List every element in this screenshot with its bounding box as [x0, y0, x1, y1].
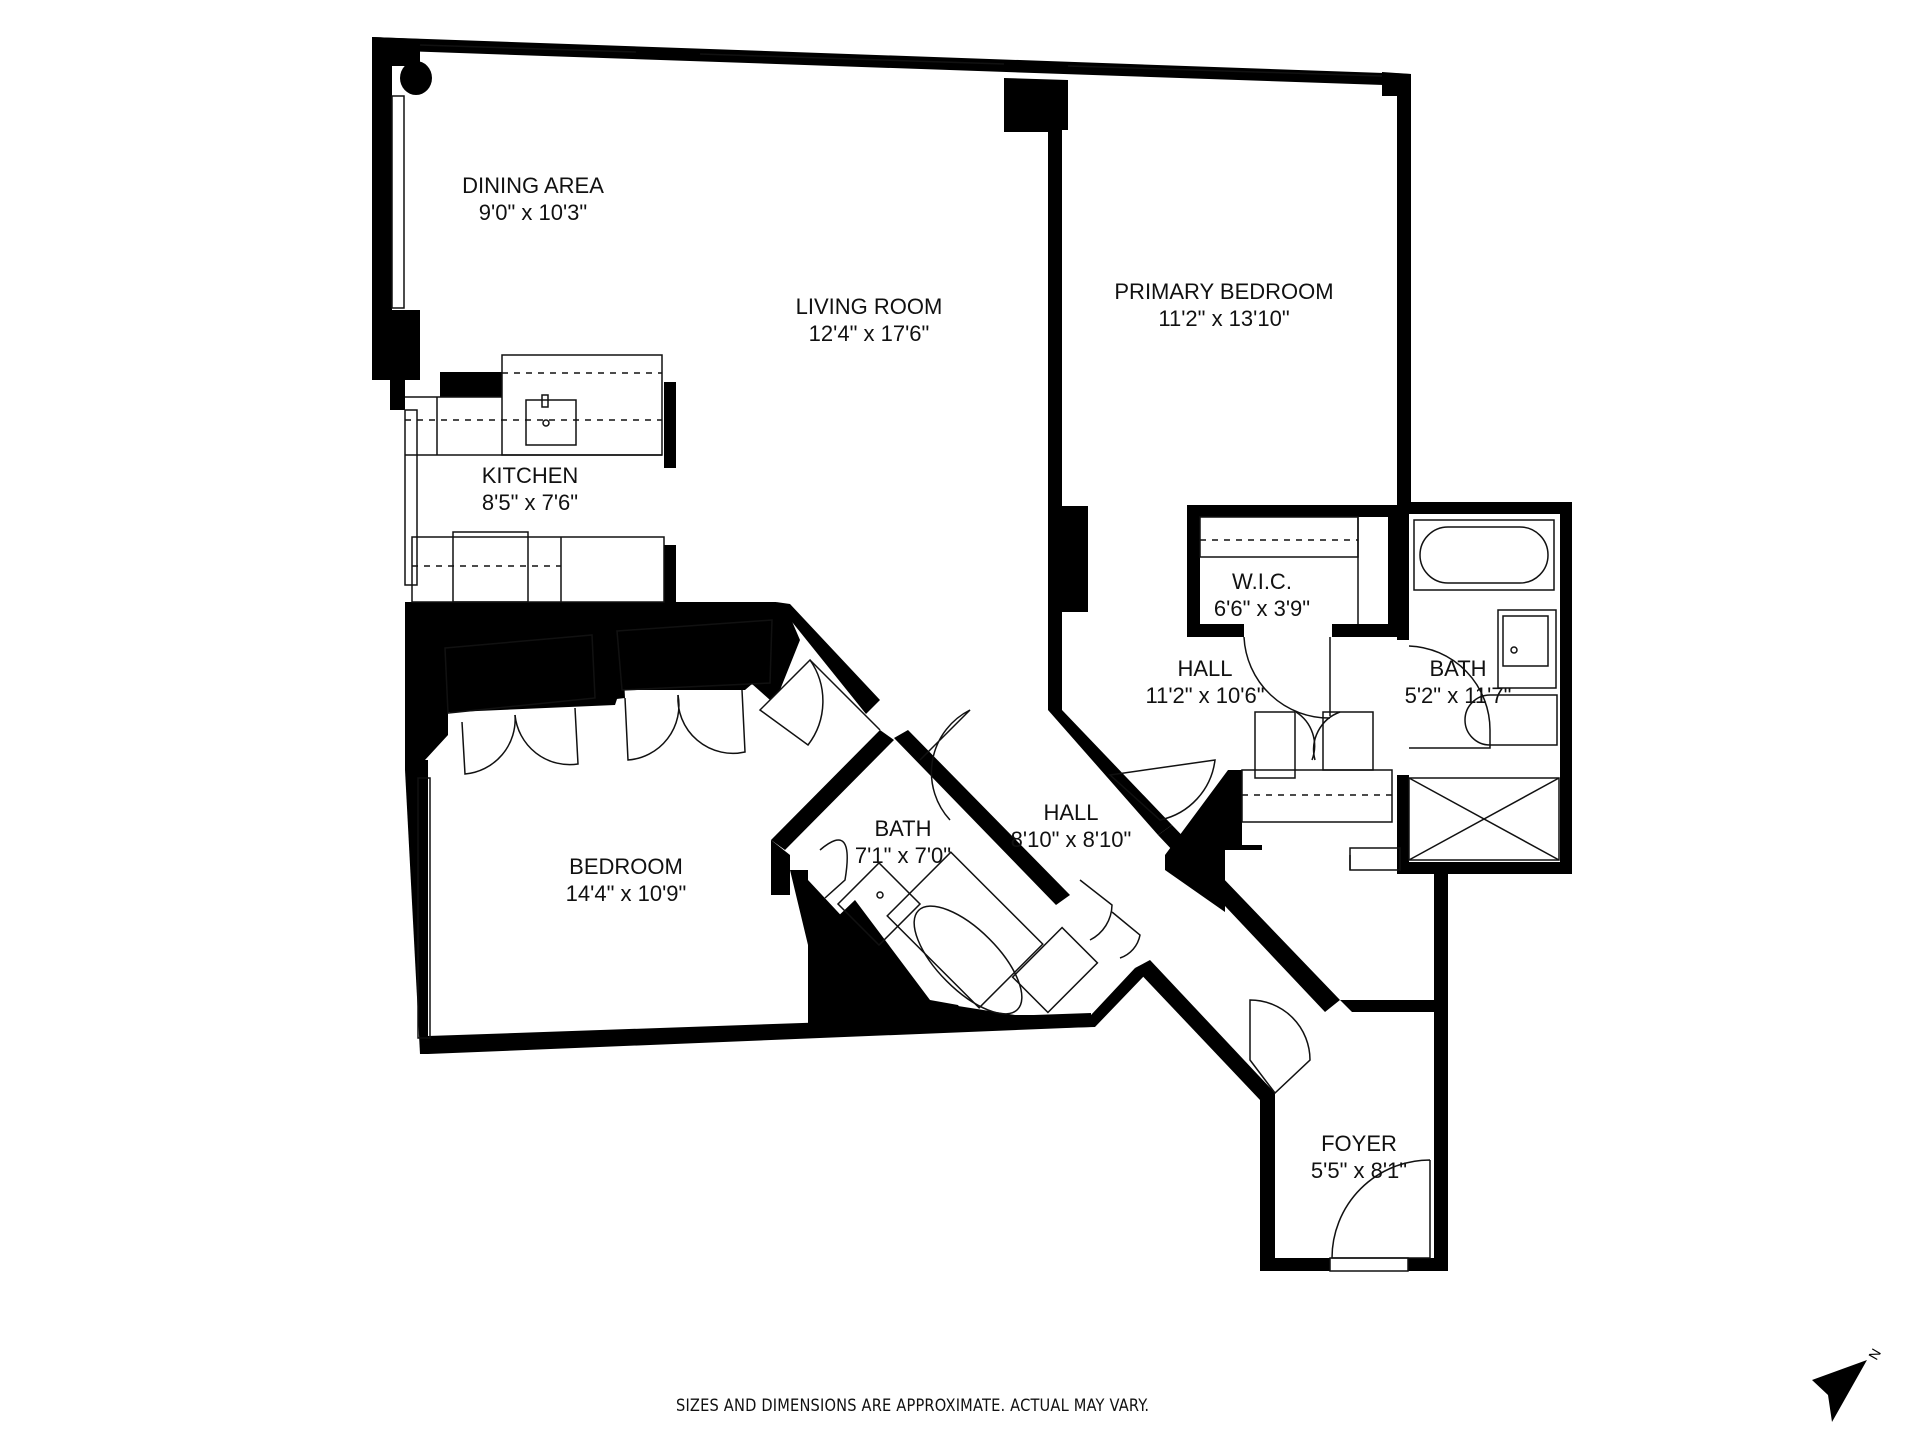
room-dimensions: 6'6" x 3'9" — [1213, 596, 1311, 621]
north-arrow-icon: N — [1812, 1346, 1884, 1422]
room-dimensions: 11'2" x 13'10" — [1158, 306, 1290, 331]
room-name: KITCHEN — [481, 463, 579, 488]
room-label-bedroom: BEDROOM 14'4" x 10'9" — [566, 853, 687, 907]
room-dimensions: 5'5" x 8'1" — [1310, 1158, 1408, 1183]
disclaimer-text: SIZES AND DIMENSIONS ARE APPROXIMATE. AC… — [676, 1396, 1150, 1416]
room-label-living-room: LIVING ROOM 12'4" x 17'6" — [796, 293, 943, 347]
room-dimensions: 7'1" x 7'0" — [854, 843, 952, 868]
room-label-hall-upper: HALL 11'2" x 10'6" — [1145, 655, 1264, 709]
room-name: FOYER — [1321, 1131, 1397, 1156]
room-label-bath-secondary: BATH 7'1" x 7'0" — [855, 815, 951, 869]
room-name: LIVING ROOM — [795, 294, 943, 319]
room-dimensions: 5'2" x 11'7" — [1404, 683, 1512, 708]
room-name: HALL — [1177, 656, 1233, 681]
room-name: BATH — [874, 816, 932, 841]
room-label-foyer: FOYER 5'5" x 8'1" — [1311, 1130, 1407, 1184]
room-name: BEDROOM — [569, 854, 683, 879]
room-label-primary-bedroom: PRIMARY BEDROOM 11'2" x 13'10" — [1114, 278, 1333, 332]
room-dimensions: 14'4" x 10'9" — [565, 881, 687, 906]
room-name: HALL — [1043, 800, 1099, 825]
room-label-bath-primary: BATH 5'2" x 11'7" — [1405, 655, 1512, 709]
compass-label: N — [1865, 1346, 1884, 1363]
room-dimensions: 9'0" x 10'3" — [478, 200, 588, 225]
room-label-kitchen: KITCHEN 8'5" x 7'6" — [482, 462, 579, 516]
room-name: DINING AREA — [462, 173, 604, 198]
room-label-wic: W.I.C. 6'6" x 3'9" — [1214, 568, 1310, 622]
room-label-dining-area: DINING AREA 9'0" x 10'3" — [462, 172, 604, 226]
fixtures — [391, 44, 1560, 1272]
room-name: PRIMARY BEDROOM — [1114, 279, 1334, 304]
room-dimensions: 12'4" x 17'6" — [808, 321, 930, 346]
room-dimensions: 8'10" x 8'10" — [1010, 827, 1132, 852]
room-label-hall-lower: HALL 8'10" x 8'10" — [1011, 799, 1132, 853]
walls — [372, 37, 1572, 1271]
room-name: W.I.C. — [1232, 569, 1292, 594]
room-dimensions: 11'2" x 10'6" — [1145, 683, 1265, 708]
room-name: BATH — [1429, 656, 1487, 681]
room-dimensions: 8'5" x 7'6" — [481, 490, 579, 515]
